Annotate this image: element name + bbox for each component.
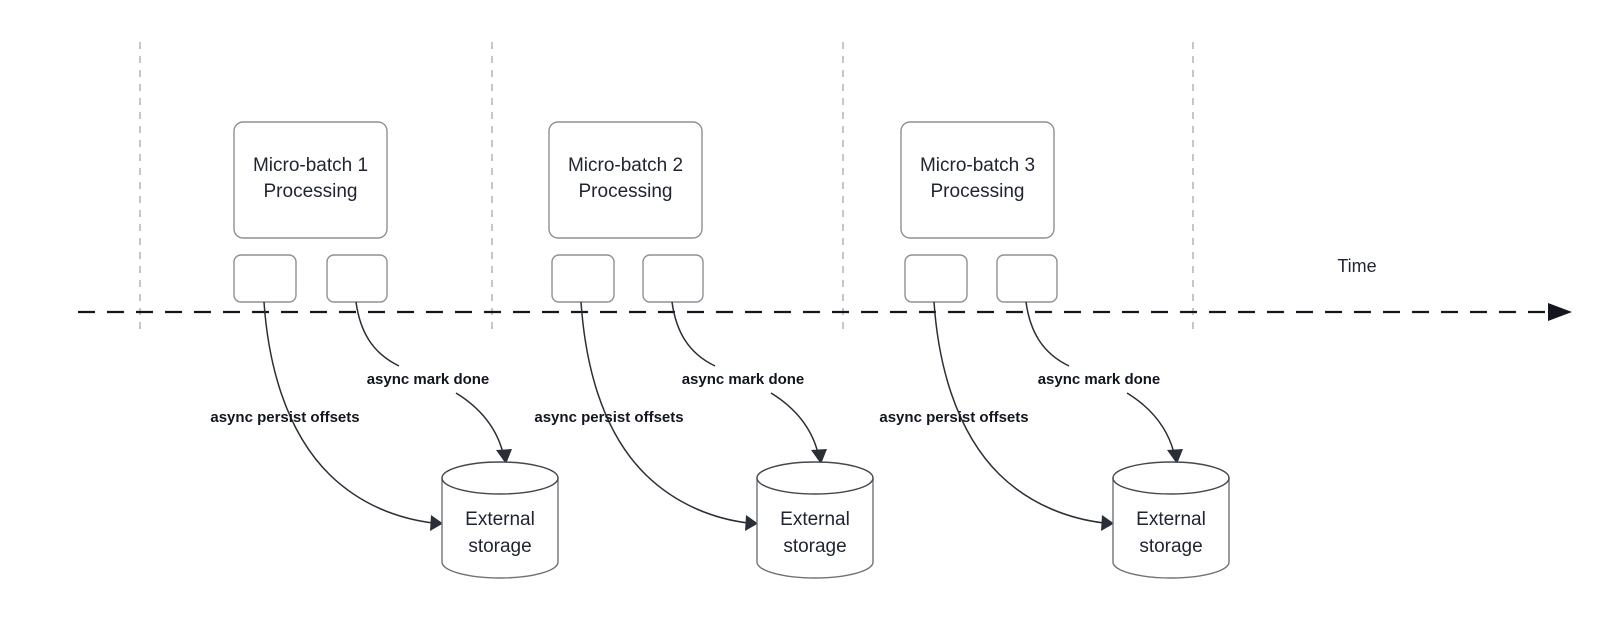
tick-lines-group: [139, 42, 1194, 332]
micro-batch-3-external-storage-cylinder[interactable]: [1112, 461, 1230, 579]
micro-batch-1-external-storage-cylinder[interactable]: [441, 461, 559, 579]
micro-batch-2-persist-offsets-arrowhead: [745, 515, 758, 531]
micro-batch-2-mark-done-task[interactable]: [642, 254, 704, 303]
micro-batch-2-processing-label-line2: Processing: [579, 181, 673, 202]
micro-batch-3-mark-done-arrowhead: [1167, 449, 1183, 464]
micro-batch-group-1: Micro-batch 1 Processing async persist o…: [210, 121, 559, 579]
micro-batch-3-persist-offsets-task[interactable]: [904, 254, 968, 303]
time-axis-arrowhead: [1548, 303, 1572, 321]
time-axis-group: Time: [78, 256, 1572, 321]
micro-batch-3-async-persist-offsets-edge: [933, 301, 1105, 524]
micro-batch-2-persist-offsets-task[interactable]: [551, 254, 615, 303]
micro-batch-3-async-mark-done-label: async mark done: [1038, 371, 1161, 388]
micro-batch-1-async-persist-offsets-label: async persist offsets: [210, 409, 359, 426]
micro-batch-1-processing-label-line1: Micro-batch 1: [253, 155, 368, 176]
micro-batch-1-processing-box[interactable]: [233, 121, 388, 239]
micro-batch-1-mark-done-arrowhead: [496, 449, 512, 464]
micro-batch-2-async-persist-offsets-label: async persist offsets: [534, 409, 683, 426]
micro-batch-1-async-mark-done-edge-upper: [355, 301, 400, 367]
micro-batch-3-processing-label-line1: Micro-batch 3: [920, 155, 1035, 176]
micro-batch-3-async-mark-done-edge-lower: [1126, 392, 1175, 454]
micro-batch-3-processing-box[interactable]: [900, 121, 1055, 239]
micro-batch-2-processing-label-line1: Micro-batch 2: [568, 155, 683, 176]
micro-batch-1-external-storage-label-line2: storage: [468, 536, 531, 557]
micro-batch-3-async-persist-offsets-label: async persist offsets: [879, 409, 1028, 426]
micro-batch-1-persist-offsets-arrowhead: [430, 515, 443, 531]
micro-batch-2-external-storage-label-line2: storage: [783, 536, 846, 557]
micro-batch-2-mark-done-arrowhead: [811, 449, 827, 464]
micro-batch-1-async-persist-offsets-edge: [263, 301, 434, 524]
micro-batch-3-external-storage-label-line1: External: [1136, 509, 1206, 530]
micro-batch-group-2: Micro-batch 2 Processing async persist o…: [534, 121, 874, 579]
micro-batch-2-async-mark-done-label: async mark done: [682, 371, 805, 388]
micro-batch-1-mark-done-task[interactable]: [326, 254, 388, 303]
micro-batch-1-external-storage-label-line1: External: [465, 509, 535, 530]
micro-batch-2-async-mark-done-edge-upper: [671, 301, 716, 367]
micro-batch-2-async-mark-done-edge-lower: [770, 392, 819, 454]
micro-batch-3-async-mark-done-edge-upper: [1025, 301, 1070, 367]
micro-batch-1-processing-label-line2: Processing: [264, 181, 358, 202]
micro-batch-3-mark-done-task[interactable]: [996, 254, 1058, 303]
micro-batch-2-external-storage-label-line1: External: [780, 509, 850, 530]
time-axis-label: Time: [1337, 256, 1376, 276]
micro-batch-2-processing-box[interactable]: [548, 121, 703, 239]
micro-batch-1-async-mark-done-label: async mark done: [367, 371, 490, 388]
micro-batch-1-persist-offsets-task[interactable]: [233, 254, 297, 303]
micro-batch-2-async-persist-offsets-edge: [580, 301, 749, 524]
micro-batch-group-3: Micro-batch 3 Processing async persist o…: [879, 121, 1230, 579]
micro-batch-1-async-mark-done-edge-lower: [455, 392, 504, 454]
micro-batch-3-processing-label-line2: Processing: [931, 181, 1025, 202]
micro-batch-3-external-storage-label-line2: storage: [1139, 536, 1202, 557]
micro-batch-2-external-storage-cylinder[interactable]: [756, 461, 874, 579]
micro-batch-3-persist-offsets-arrowhead: [1101, 515, 1114, 531]
